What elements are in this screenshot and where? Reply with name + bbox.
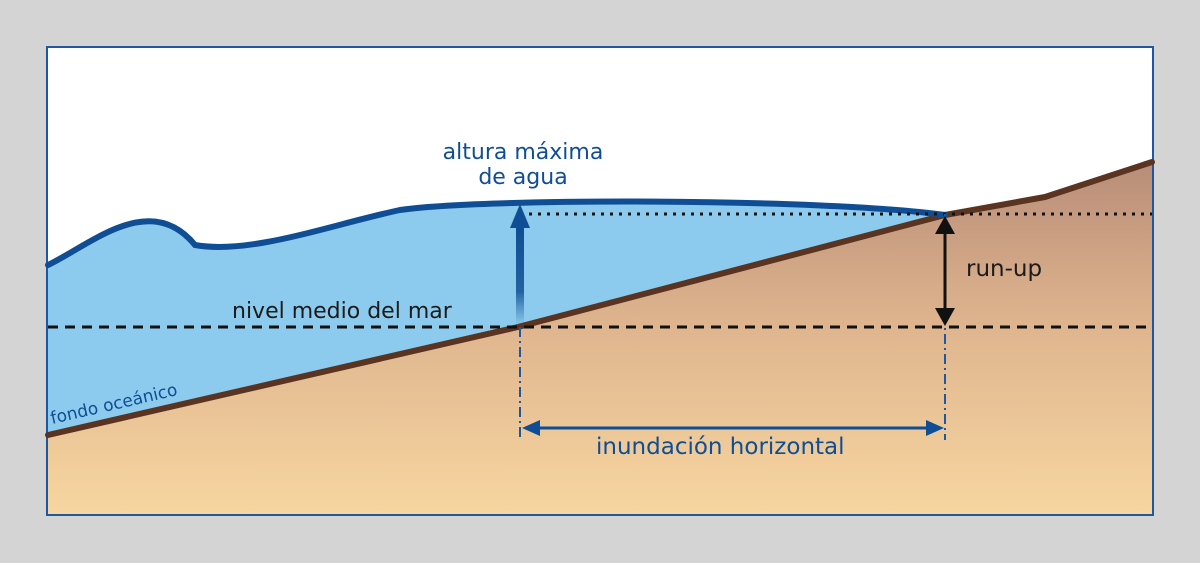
inundation-arrow-head-left — [522, 420, 540, 436]
water-surface-line — [45, 198, 948, 268]
max-height-label: altura máxima de agua — [438, 140, 608, 191]
ground — [48, 162, 1152, 514]
max-height-label-line2: de agua — [478, 165, 568, 191]
max-height-arrow-shaft — [516, 228, 524, 325]
water-body — [48, 201, 945, 435]
max-height-arrow-head — [510, 204, 530, 228]
run-up-label: run-up — [966, 256, 1043, 282]
inundation-arrow-head-right — [926, 420, 944, 436]
run-up-arrow-head-top — [935, 216, 955, 234]
horizontal-inundation-label: inundación horizontal — [596, 434, 845, 460]
max-height-label-line1: altura máxima — [442, 140, 604, 165]
mean-sea-level-label: nivel medio del mar — [232, 299, 452, 324]
run-up-arrow-head-bottom — [935, 308, 955, 326]
